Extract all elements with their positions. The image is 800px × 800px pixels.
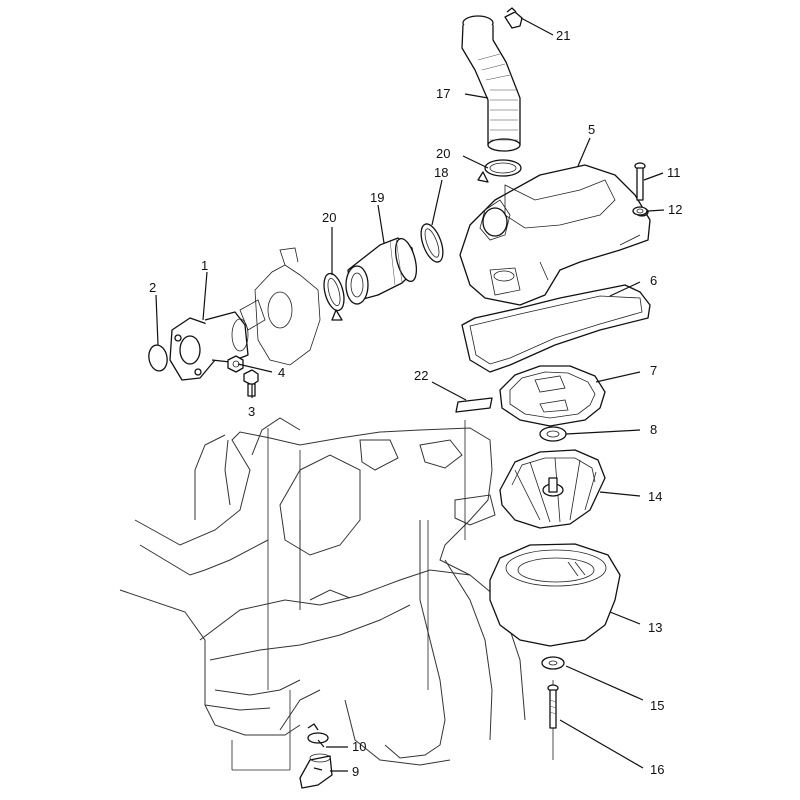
leader-lines xyxy=(155,17,665,771)
callout-17: 17 xyxy=(436,86,450,101)
nut-4-part xyxy=(227,355,244,373)
callout-5: 5 xyxy=(588,122,595,137)
callout-20-upper: 20 xyxy=(436,146,450,161)
intake-manifold-part xyxy=(169,311,249,381)
element-holder-part xyxy=(499,449,606,529)
callout-10: 10 xyxy=(352,739,366,754)
elbow-fitting-part xyxy=(504,7,523,29)
bolt-3-part xyxy=(243,369,259,397)
breather-hose-part xyxy=(461,15,521,152)
washer-15-part xyxy=(541,656,565,670)
callout-7: 7 xyxy=(650,363,657,378)
callout-20-lower: 20 xyxy=(322,210,336,225)
carburetor-outline xyxy=(239,247,321,366)
gasket-seal-part xyxy=(461,284,651,373)
clip-10-part xyxy=(307,723,329,744)
carburetor-joint-part xyxy=(345,237,418,305)
callout-12: 12 xyxy=(668,202,682,217)
hose-clamp-18-part xyxy=(420,223,444,263)
callout-13: 13 xyxy=(648,620,662,635)
hose-clamp-20b-part xyxy=(323,272,345,321)
callout-18: 18 xyxy=(434,165,448,180)
callout-6: 6 xyxy=(650,273,657,288)
chassis-frame xyxy=(119,417,554,771)
o-ring-part xyxy=(148,344,168,372)
callout-15: 15 xyxy=(650,698,664,713)
callout-8: 8 xyxy=(650,422,657,437)
callout-14: 14 xyxy=(648,489,662,504)
bolt-16-part xyxy=(547,684,559,729)
air-filter-element-part xyxy=(489,543,621,647)
callout-2: 2 xyxy=(149,280,156,295)
screw-11-part xyxy=(634,162,646,201)
callout-labels: 21 17 5 20 11 18 12 19 20 1 2 6 4 3 22 7… xyxy=(149,28,682,779)
label-strip-part xyxy=(455,397,493,413)
drain-cap-part xyxy=(299,753,333,789)
wing-nut-part xyxy=(539,426,567,442)
hose-clamp-upper-part xyxy=(477,159,522,183)
callout-4: 4 xyxy=(278,365,285,380)
callout-1: 1 xyxy=(201,258,208,273)
callout-22: 22 xyxy=(414,368,428,383)
air-cleaner-cover-part xyxy=(459,164,651,306)
callout-21: 21 xyxy=(556,28,570,43)
element-frame-part xyxy=(499,365,606,427)
callout-16: 16 xyxy=(650,762,664,777)
callout-3: 3 xyxy=(248,404,255,419)
callout-19: 19 xyxy=(370,190,384,205)
washer-12-part xyxy=(632,206,648,216)
callout-9: 9 xyxy=(352,764,359,779)
callout-11: 11 xyxy=(667,165,681,180)
